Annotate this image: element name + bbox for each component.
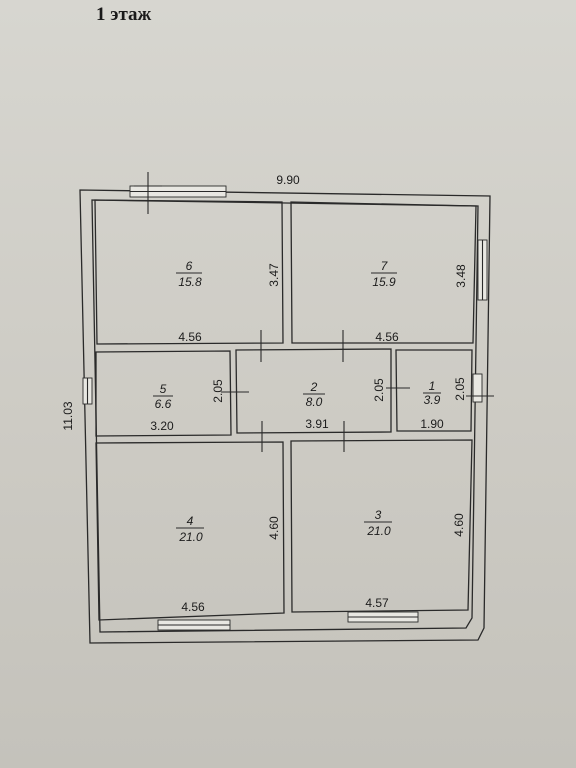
- room-1-outline: [395, 349, 473, 432]
- room-6-height: 3.47: [267, 263, 281, 287]
- room-4-width: 4.56: [181, 600, 205, 614]
- room-2-number: 2: [310, 380, 318, 394]
- room-7-number: 7: [381, 259, 389, 273]
- room-7-area: 15.9: [372, 275, 396, 289]
- window-right-small: [472, 373, 483, 403]
- outer-wall-outline: [79, 189, 491, 644]
- page-title: 1 этаж: [96, 4, 152, 25]
- room-2-height: 2.05: [372, 378, 386, 402]
- room-4-outline: [95, 441, 285, 621]
- room-6-number: 6: [186, 259, 193, 273]
- room-5-outline: [95, 350, 232, 437]
- inner-wall-outline: [91, 199, 479, 633]
- room-3-outline: [290, 439, 473, 613]
- room-5-width: 3.20: [150, 419, 174, 433]
- room-1-height: 2.05: [453, 377, 467, 401]
- room-2-area: 8.0: [306, 395, 323, 409]
- room-7-height: 3.48: [454, 264, 468, 288]
- room-4-number: 4: [187, 514, 194, 528]
- room-1-width: 1.90: [420, 417, 444, 431]
- room-6-area: 15.8: [178, 275, 202, 289]
- room-7-width: 4.56: [375, 330, 399, 344]
- room-4-height: 4.60: [267, 516, 281, 540]
- room-4-area: 21.0: [178, 530, 203, 544]
- room-3-width: 4.57: [365, 596, 389, 610]
- room-1-number: 1: [429, 379, 436, 393]
- room-5-number: 5: [160, 382, 167, 396]
- room-2-outline: [235, 348, 392, 434]
- room-7-outline: [290, 201, 477, 344]
- room-6-outline: [94, 199, 284, 345]
- room-3-height: 4.60: [452, 513, 466, 537]
- room-5-height: 2.05: [211, 379, 225, 403]
- room-5-area: 6.6: [155, 397, 172, 411]
- room-1-area: 3.9: [424, 393, 441, 407]
- overall-height: 11.03: [61, 401, 75, 430]
- room-3-number: 3: [375, 508, 382, 522]
- room-6-width: 4.56: [178, 330, 202, 344]
- room-3-area: 21.0: [366, 524, 391, 538]
- overall-width: 9.90: [276, 173, 300, 187]
- room-2-width: 3.91: [305, 417, 329, 431]
